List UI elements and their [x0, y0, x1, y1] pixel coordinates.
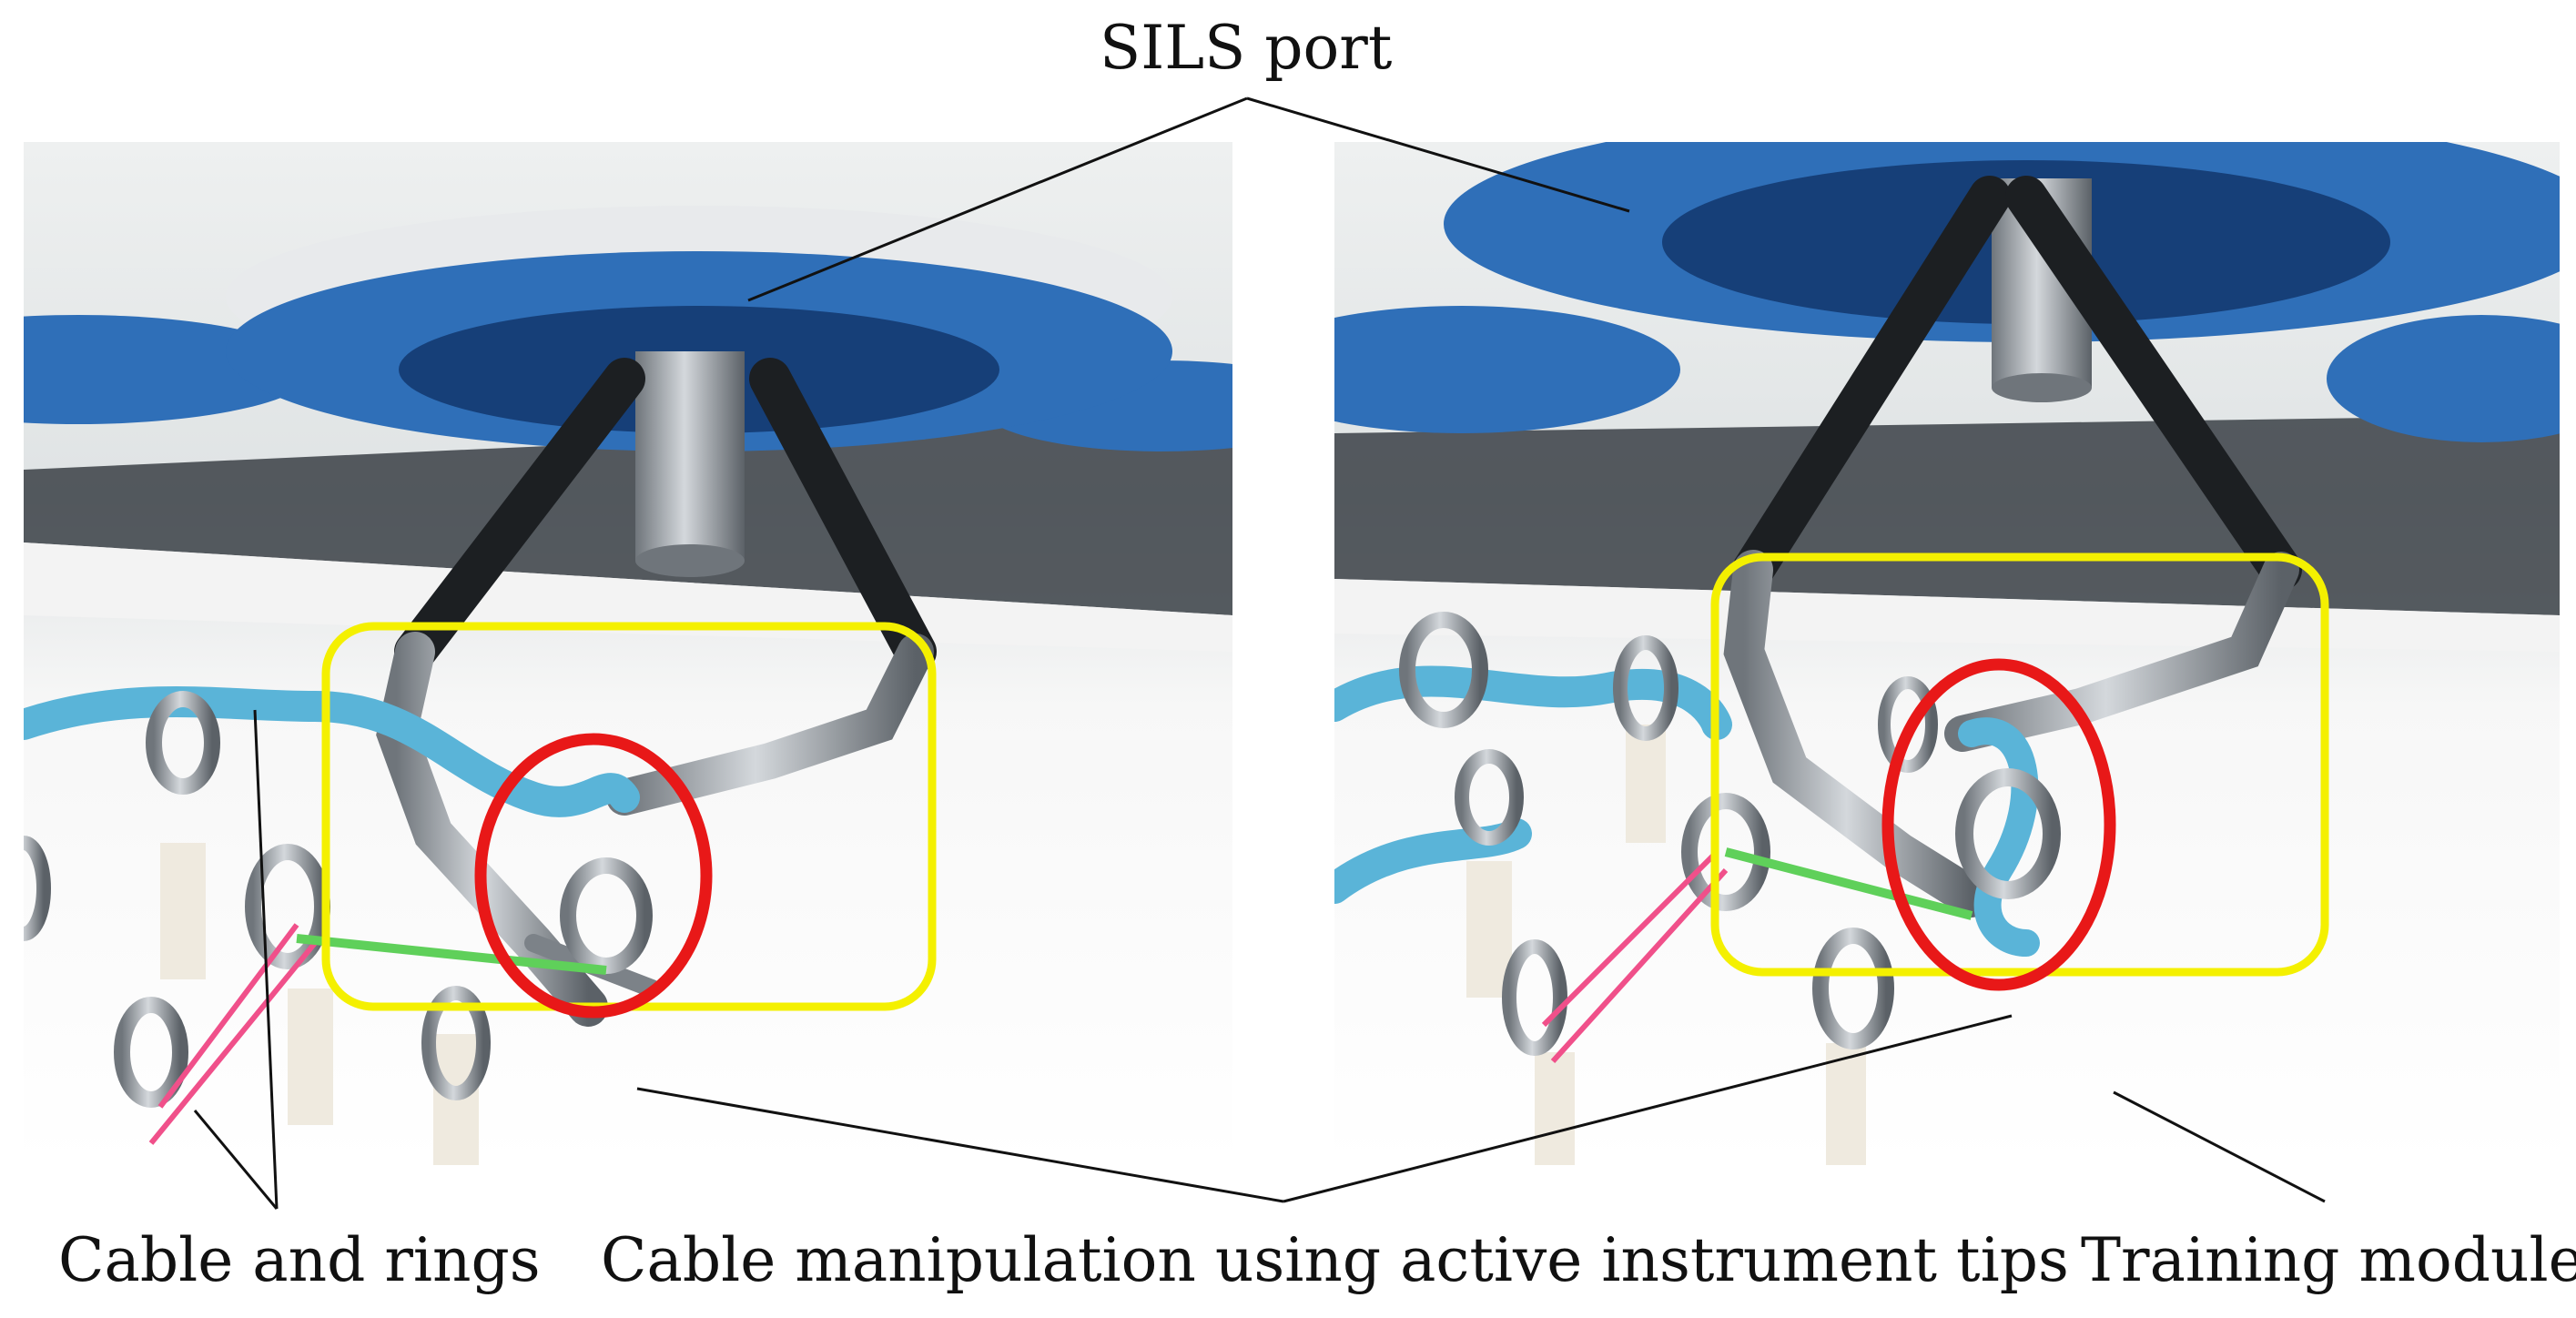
eye-bolt-ring-icon — [114, 997, 188, 1108]
pink-band — [1541, 849, 1719, 1028]
eye-bolt-ring-icon — [1955, 768, 2061, 899]
highlight-box — [1710, 553, 2329, 977]
articulated-instrument-icon — [1944, 552, 2299, 752]
left-scene — [24, 142, 1232, 1165]
right-scene — [1334, 142, 2560, 1165]
eye-bolt-ring-icon — [421, 986, 491, 1165]
label-cable-and-rings: Cable and rings — [58, 1225, 541, 1295]
articulated-instrument-icon — [1723, 550, 1992, 918]
green-band — [1724, 847, 1973, 920]
articulated-instrument-icon — [606, 634, 934, 816]
floor-edge — [24, 542, 1232, 652]
shadow-band — [24, 415, 1232, 615]
right-photo — [1334, 142, 2560, 1165]
side-port-right — [2327, 315, 2560, 442]
eye-bolt-ring-icon — [1681, 793, 1770, 911]
eye-bolt-ring-icon — [1613, 635, 1678, 843]
eye-bolt-ring-icon — [24, 836, 51, 941]
label-sils-port: SILS port — [1100, 13, 1393, 83]
endoscope-camera-icon — [635, 351, 745, 577]
instrument-shaft-left — [394, 358, 645, 673]
eye-bolt-ring-icon — [1878, 676, 1938, 773]
green-band — [296, 934, 607, 975]
teal-cable — [24, 686, 640, 817]
teal-cable — [1958, 717, 2040, 957]
highlight-ellipse — [1881, 658, 2116, 991]
eye-bolt-ring-icon — [245, 844, 333, 1125]
eye-bolt-ring-icon — [1399, 612, 1488, 728]
side-port-left — [1334, 306, 1680, 433]
instrument-shaft-right — [2005, 176, 2302, 591]
eye-bolt-ring-icon — [146, 691, 220, 979]
instrument-shaft-left — [1732, 176, 2011, 591]
highlight-ellipse — [474, 733, 713, 1019]
pink-band — [148, 941, 318, 1145]
label-training-module: Training module — [2081, 1225, 2576, 1295]
label-cable-manipulation: Cable manipulation using active instrume… — [601, 1225, 2069, 1295]
instrument-shaft-right — [749, 358, 937, 673]
left-photo — [24, 142, 1232, 1165]
